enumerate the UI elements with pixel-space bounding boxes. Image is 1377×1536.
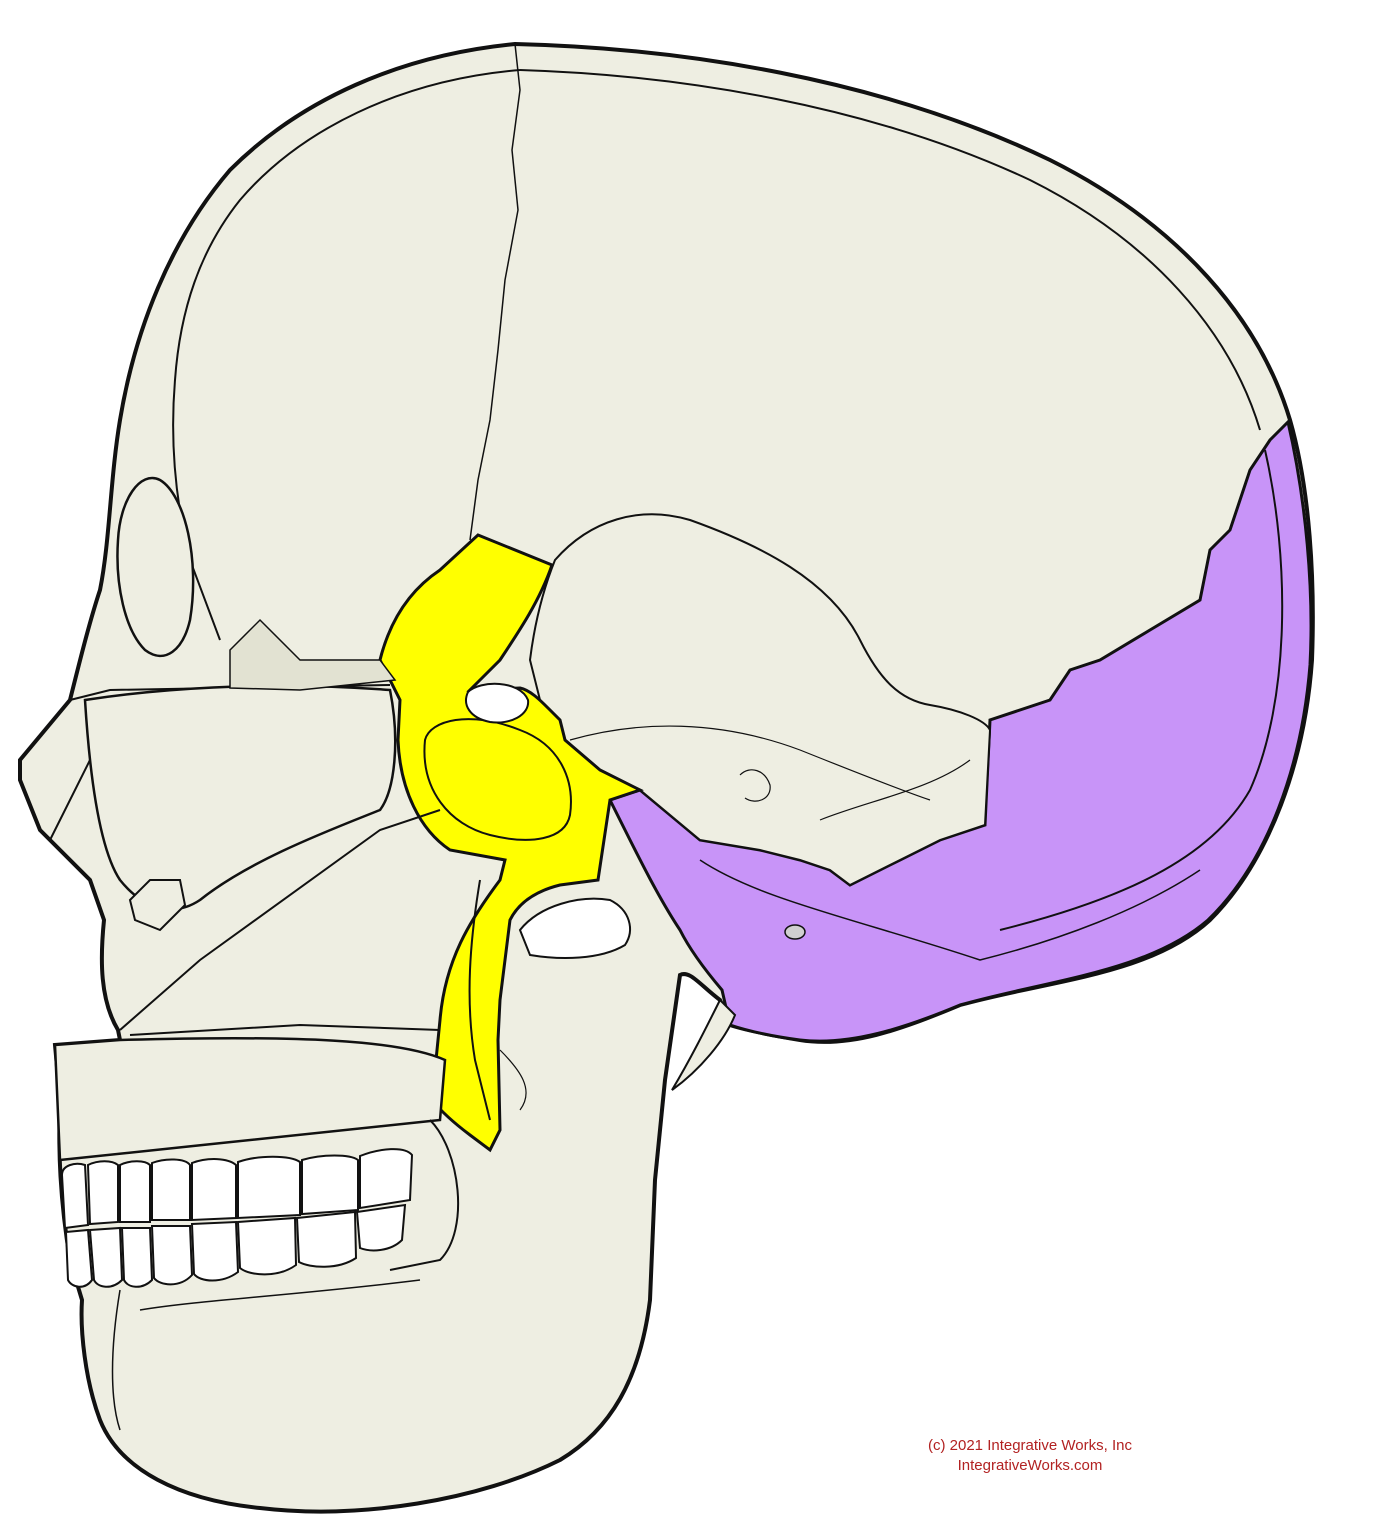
occipital-bone-highlight — [607, 419, 1313, 1043]
sphenoid-greater-wing-gap — [229, 618, 397, 691]
upper-maxilla — [53, 1036, 447, 1162]
copyright-credit: (c) 2021 Integrative Works, Inc Integrat… — [880, 1436, 1180, 1476]
sphenoid-pterygoid-line — [468, 879, 491, 1121]
upper-tooth — [60, 1162, 90, 1230]
lower-tooth — [88, 1226, 124, 1288]
mandible-condyle-fossa — [518, 897, 631, 959]
upper-tooth — [86, 1160, 119, 1226]
upper-teeth — [60, 1148, 414, 1230]
sphenoid-foramen — [465, 682, 530, 724]
maxilla-lines — [119, 809, 441, 1036]
temporal-squama — [528, 513, 992, 887]
upper-tooth — [191, 1158, 237, 1222]
lower-tooth — [120, 1227, 154, 1288]
mandible-contour-line — [111, 1279, 421, 1431]
lower-teeth — [64, 1203, 407, 1288]
mandible-ramus-line — [389, 1119, 460, 1271]
occipital-inner-contour — [999, 449, 1284, 931]
copyright-line: (c) 2021 Integrative Works, Inc — [928, 1437, 1132, 1454]
mastoid-foramen — [784, 924, 806, 940]
lower-tooth — [190, 1220, 240, 1282]
website-line: IntegrativeWorks.com — [957, 1457, 1103, 1474]
mandible-ramus-back — [499, 1049, 527, 1111]
temporal-detail-line-2 — [739, 769, 771, 802]
upper-tooth — [119, 1160, 151, 1223]
coronal-suture — [469, 43, 521, 541]
styloid-process — [671, 998, 737, 1091]
temporal-detail-line-3 — [819, 759, 971, 821]
orbit-outline — [116, 476, 195, 657]
lower-tooth — [236, 1216, 298, 1276]
lower-tooth — [295, 1210, 358, 1268]
cranial-vault-inner-line — [519, 69, 1261, 431]
temporal-detail-line-1 — [569, 725, 931, 801]
zygomatic-process — [128, 879, 187, 932]
lower-tooth — [355, 1203, 407, 1252]
frontal-inner-line — [172, 69, 521, 641]
lower-tooth — [150, 1225, 194, 1286]
upper-tooth — [301, 1154, 359, 1216]
occipital-ridge-line — [699, 859, 1201, 961]
upper-tooth — [151, 1158, 191, 1221]
upper-tooth — [359, 1148, 414, 1210]
upper-tooth — [237, 1155, 301, 1220]
sphenoid-bone-highlight — [378, 533, 644, 1153]
lower-tooth — [64, 1228, 94, 1288]
